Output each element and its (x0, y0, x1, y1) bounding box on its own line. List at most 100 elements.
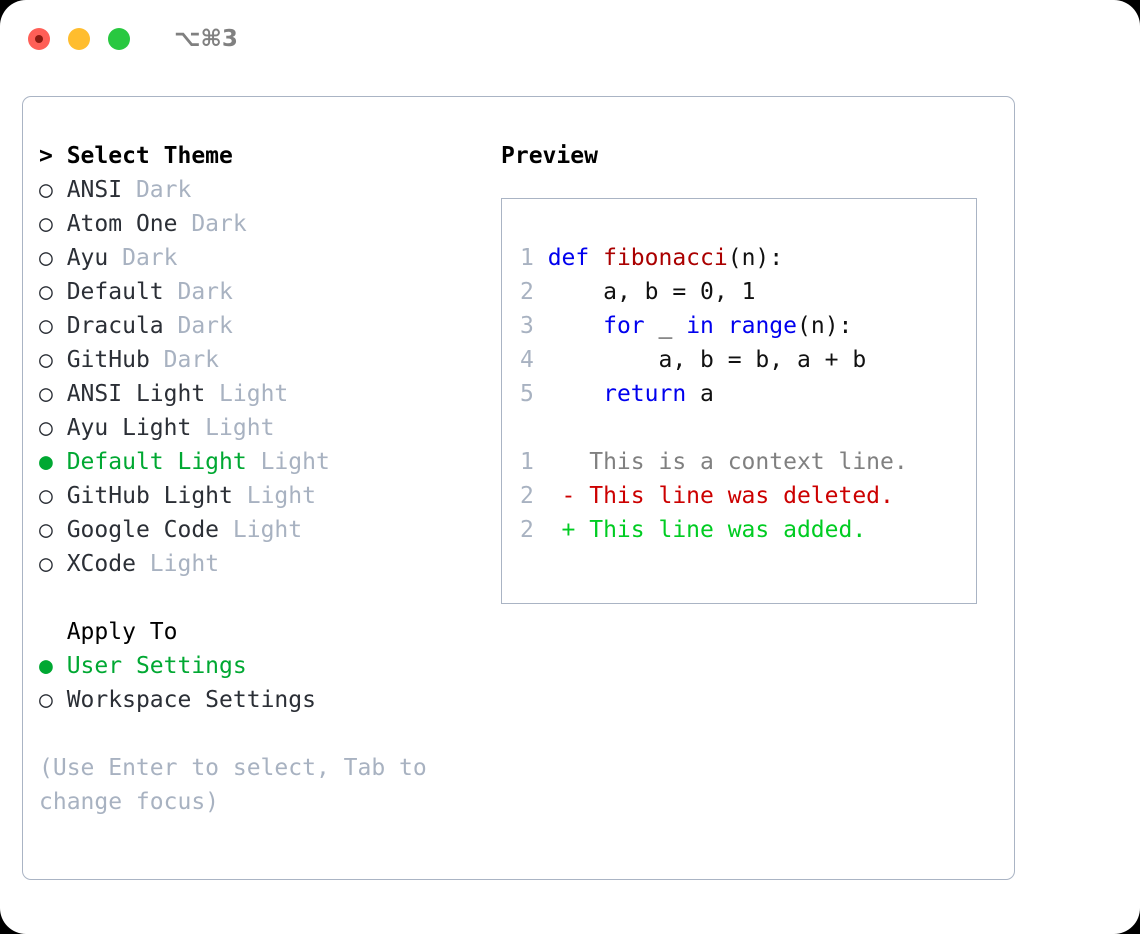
theme-list-item[interactable]: ○ Ayu Dark (39, 241, 501, 275)
keyboard-shortcut-label: ⌥⌘3 (174, 26, 238, 52)
radio-unselected-icon: ○ (39, 177, 67, 203)
theme-list-item[interactable]: ○ ANSI Light Light (39, 377, 501, 411)
radio-unselected-icon: ○ (39, 551, 67, 577)
radio-selected-icon: ● (39, 653, 67, 679)
radio-selected-icon: ● (39, 449, 67, 475)
theme-name-label: Atom One (66, 211, 178, 237)
code-line-number: 1 (520, 245, 534, 271)
radio-unselected-icon: ○ (39, 347, 67, 373)
code-line-number: 2 (520, 279, 534, 305)
radio-unselected-icon: ○ (39, 517, 67, 543)
theme-category-tag: Light (191, 415, 275, 441)
theme-list-item[interactable]: ○ Ayu Light Light (39, 411, 501, 445)
code-token: in (686, 313, 714, 339)
theme-list-item[interactable]: ○ Atom One Dark (39, 207, 501, 241)
radio-unselected-icon: ○ (39, 245, 67, 271)
code-diff-spacer (520, 411, 976, 445)
code-line-number: 5 (520, 381, 534, 407)
code-line: 3 for _ in range(n): (520, 309, 976, 343)
radio-unselected-icon: ○ (39, 381, 67, 407)
theme-list-item[interactable]: ● Default Light Light (39, 445, 501, 479)
apply-to-label: User Settings (66, 653, 247, 679)
radio-unselected-icon: ○ (39, 211, 67, 237)
theme-list-item[interactable]: ○ XCode Light (39, 547, 501, 581)
apply-to-list-item[interactable]: ● User Settings (39, 649, 501, 683)
diff-sample: 1 This is a context line. 2 - This line w… (520, 445, 976, 547)
code-token: (n): (797, 313, 853, 339)
theme-category-tag: Light (205, 381, 289, 407)
theme-name-label: Ayu (66, 245, 109, 271)
title-bar: ⌥⌘3 (0, 0, 1140, 78)
theme-name-label: ANSI (66, 177, 123, 203)
theme-category-tag: Dark (163, 313, 233, 339)
radio-unselected-icon: ○ (39, 415, 67, 441)
theme-name-label: GitHub (66, 347, 150, 373)
apply-to-header: Apply To (39, 619, 178, 645)
theme-name-label: Default (66, 279, 164, 305)
theme-name-label: Default Light (66, 449, 247, 475)
help-text: (Use Enter to select, Tab to change focu… (39, 755, 427, 815)
code-line: 5 return a (520, 377, 976, 411)
code-token: (n): (727, 245, 784, 271)
window-controls (28, 28, 130, 50)
diff-line-text: This is a context line. (561, 449, 908, 475)
theme-list-item[interactable]: ○ Dracula Dark (39, 309, 501, 343)
code-token: a, b = b, a + b (547, 347, 867, 373)
theme-name-label: Dracula (66, 313, 164, 339)
theme-category-tag: Dark (177, 211, 247, 237)
theme-category-tag: Dark (149, 347, 220, 373)
diff-line-number: 1 (520, 449, 534, 475)
code-token: a (686, 381, 714, 407)
radio-unselected-icon: ○ (39, 687, 67, 713)
radio-unselected-icon: ○ (39, 313, 67, 339)
code-line: 4 a, b = b, a + b (520, 343, 976, 377)
theme-selector-column: > Select Theme ○ ANSI Dark○ Atom One Dar… (39, 139, 501, 819)
theme-list-item[interactable]: ○ ANSI Dark (39, 173, 501, 207)
theme-list: ○ ANSI Dark○ Atom One Dark○ Ayu Dark○ De… (39, 173, 501, 581)
diff-line-number: 2 (520, 517, 534, 543)
close-button[interactable] (28, 28, 50, 50)
radio-unselected-icon: ○ (39, 279, 67, 305)
theme-category-tag: Dark (163, 279, 233, 305)
theme-category-tag: Light (135, 551, 220, 577)
theme-list-item[interactable]: ○ GitHub Light Light (39, 479, 501, 513)
theme-name-label: GitHub Light (66, 483, 233, 509)
theme-list-item[interactable]: ○ GitHub Dark (39, 343, 501, 377)
theme-list-item[interactable]: ○ Default Dark (39, 275, 501, 309)
code-token: a, b = 0, 1 (547, 279, 756, 305)
code-token: _ (644, 313, 687, 339)
section-spacer (39, 581, 501, 615)
preview-title: Preview (501, 143, 598, 169)
code-line-number: 3 (520, 313, 534, 339)
theme-category-tag: Dark (122, 177, 192, 203)
select-theme-header: > Select Theme (39, 143, 233, 169)
radio-unselected-icon: ○ (39, 483, 67, 509)
theme-name-label: Google Code (66, 517, 220, 543)
maximize-button[interactable] (108, 28, 130, 50)
diff-line-text: + This line was added. (561, 517, 867, 543)
preview-column: Preview 1 def fibonacci(n):2 a, b = 0, 1… (501, 139, 1014, 819)
theme-category-tag: Dark (108, 245, 178, 271)
theme-category-tag: Light (219, 517, 303, 543)
code-token: range (727, 313, 797, 339)
theme-name-label: XCode (66, 551, 136, 577)
close-dot-icon (35, 35, 43, 43)
code-token (548, 381, 603, 407)
apply-to-list: ● User Settings○ Workspace Settings (39, 649, 501, 717)
theme-list-item[interactable]: ○ Google Code Light (39, 513, 501, 547)
minimize-button[interactable] (68, 28, 90, 50)
apply-to-label: Workspace Settings (66, 687, 316, 713)
diff-line-text: - This line was deleted. (561, 483, 894, 509)
theme-category-tag: Light (246, 449, 330, 475)
theme-name-label: Ayu Light (66, 415, 192, 441)
diff-line-number: 2 (520, 483, 534, 509)
code-token: for (603, 313, 645, 339)
code-token (714, 313, 728, 339)
apply-to-list-item[interactable]: ○ Workspace Settings (39, 683, 501, 717)
code-line: 1 def fibonacci(n): (520, 241, 976, 275)
code-token: fibonacci (603, 245, 728, 271)
code-line: 2 a, b = 0, 1 (520, 275, 976, 309)
